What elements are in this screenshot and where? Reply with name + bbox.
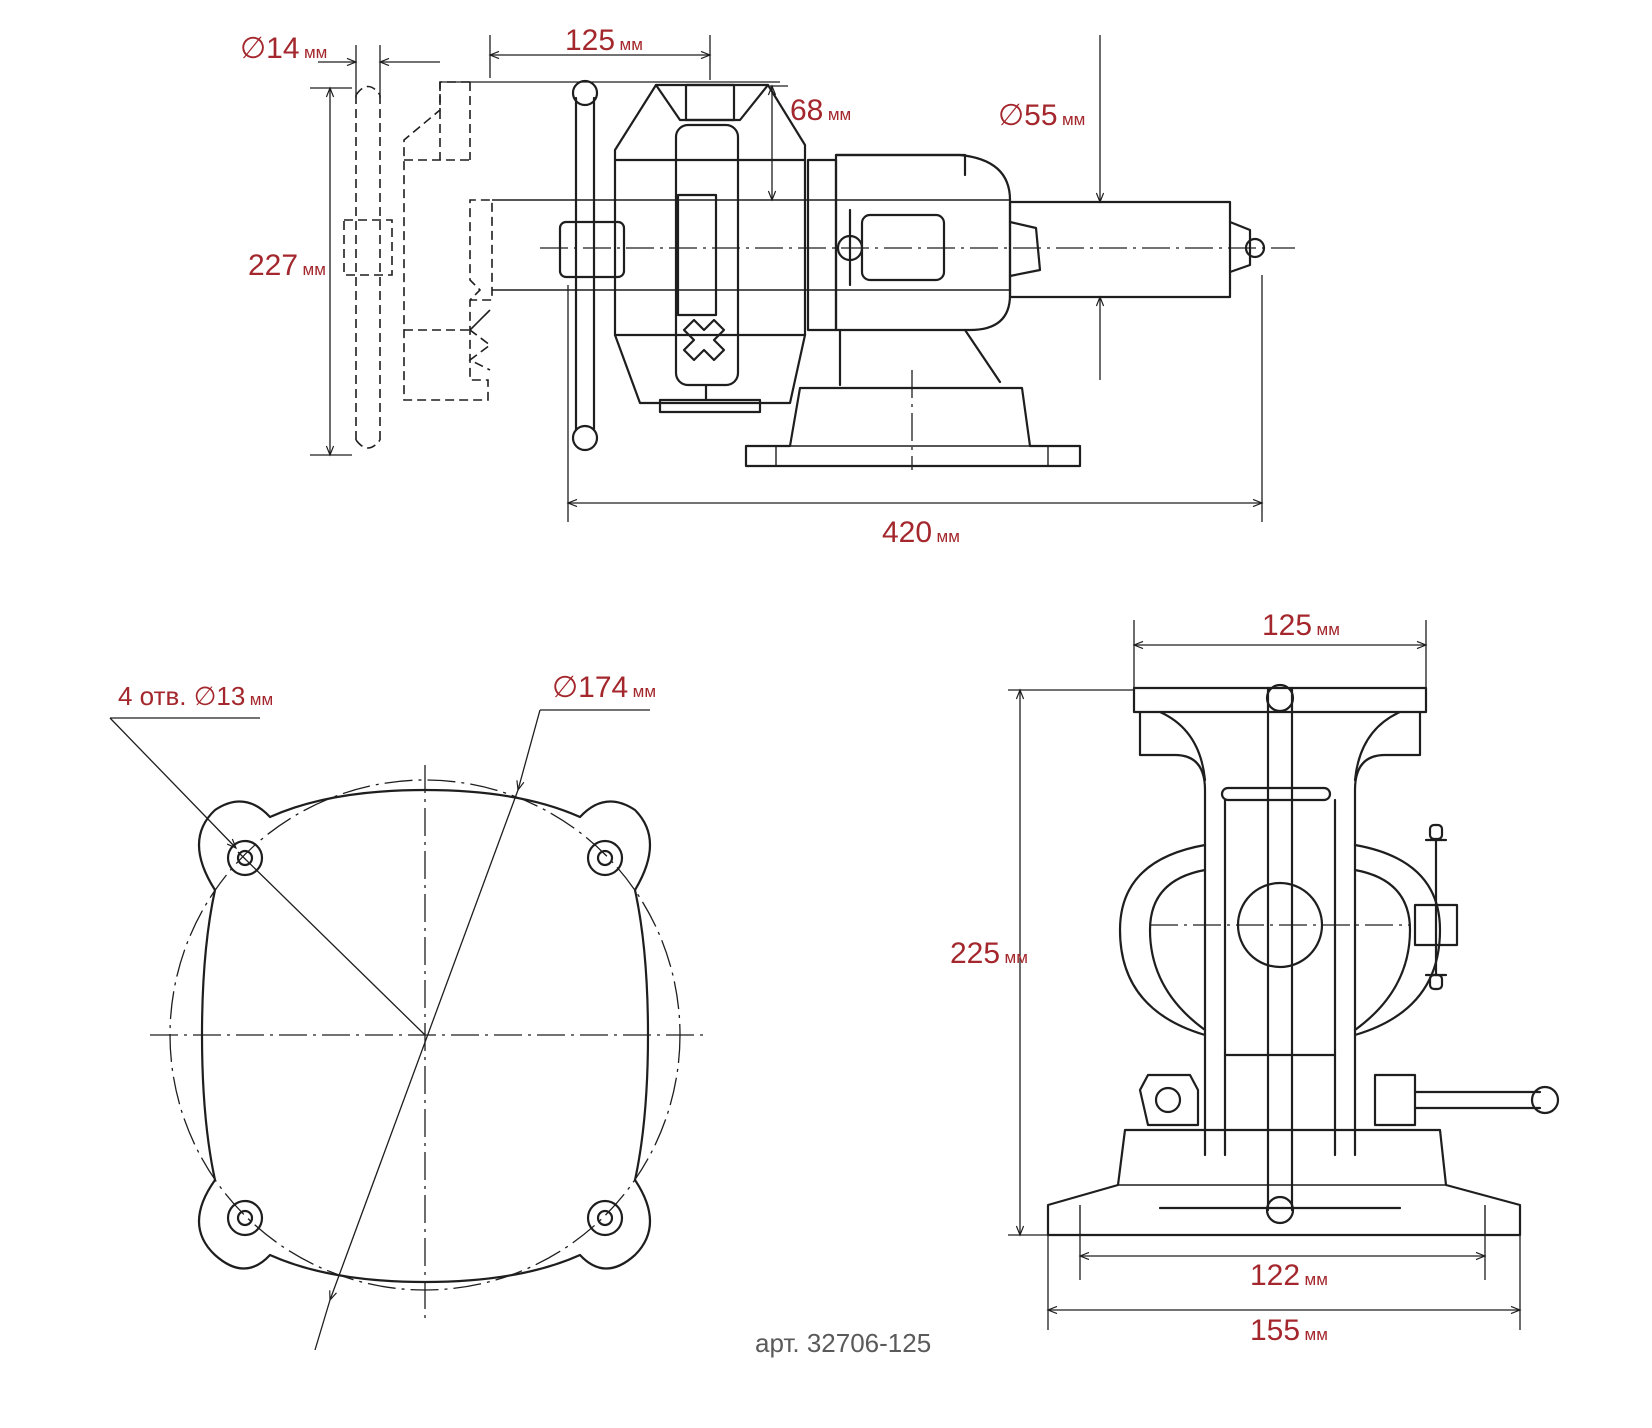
- dim-hole-spacing: 122 мм: [1250, 1259, 1328, 1292]
- mount-hole: [586, 1199, 624, 1237]
- labels: ∅14 мм 125 мм 68 мм ∅55 мм 227 мм 420 мм…: [118, 24, 1340, 1358]
- dim-total-length: 420 мм: [882, 516, 960, 549]
- side-housing: [806, 153, 1266, 387]
- side-base: [744, 370, 1082, 470]
- base-view: [109, 709, 705, 1351]
- front-view: [1008, 620, 1560, 1330]
- base-dimensions: [109, 709, 650, 1351]
- dim-side-jaw-width: 125 мм: [565, 24, 643, 57]
- dim-jaw-depth: 68 мм: [790, 94, 851, 127]
- dim-anvil-diameter: ∅55 мм: [998, 99, 1085, 132]
- front-side-screw: [1413, 823, 1459, 991]
- phantom-handle: [343, 85, 393, 449]
- dim-front-height: 225 мм: [950, 937, 1028, 970]
- dim-front-jaw-width: 125 мм: [1262, 609, 1340, 642]
- side-view: [310, 35, 1295, 522]
- phantom-jaw: [403, 81, 493, 401]
- article-number: арт. 32706-125: [755, 1328, 931, 1358]
- mount-hole: [226, 1199, 264, 1237]
- dim-base-width: 155 мм: [1250, 1314, 1328, 1347]
- dim-handle-length: 227 мм: [248, 249, 326, 282]
- front-lock-lever: [1138, 1073, 1560, 1127]
- base-outline: [197, 788, 652, 1284]
- side-jaw-guide-line: [492, 199, 1010, 291]
- t-handle: [558, 79, 626, 452]
- dim-rod-diameter: ∅14 мм: [240, 32, 327, 65]
- dim-bolt-circle: ∅174 мм: [552, 671, 656, 704]
- dim-mount-holes: 4 отв. ∅13 мм: [118, 681, 273, 711]
- mount-hole: [226, 839, 264, 877]
- mount-hole: [586, 839, 624, 877]
- front-dimensions: [1008, 620, 1520, 1330]
- side-dimensions: [310, 35, 1262, 522]
